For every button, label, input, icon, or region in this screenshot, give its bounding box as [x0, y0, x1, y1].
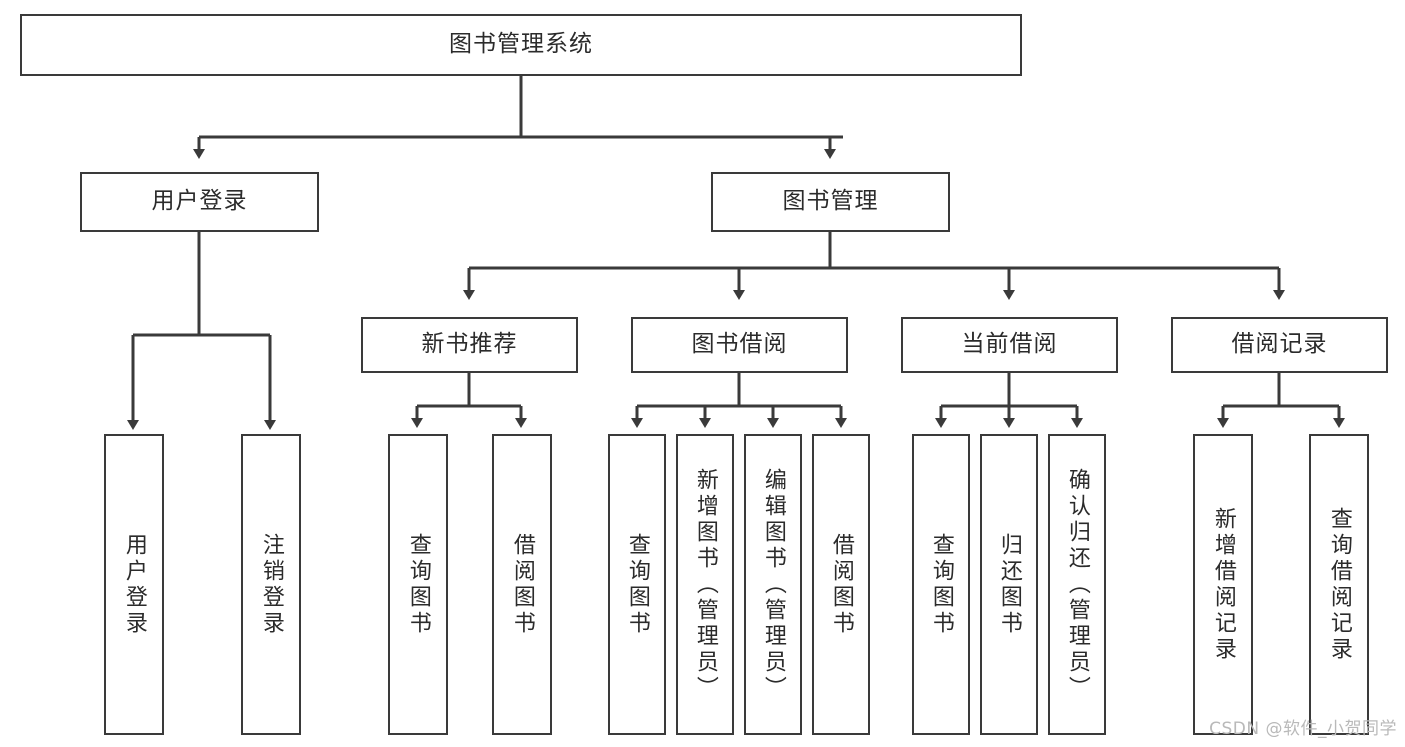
leaf-user-login-1-label: 用户登录 — [121, 532, 147, 637]
csdn-watermark: CSDN @软件_小贺同学 — [1209, 719, 1397, 739]
node-new-book-recommend[interactable]: 新书推荐 — [361, 317, 578, 373]
leaf-user-login-1[interactable]: 用户登录 — [104, 434, 164, 735]
node-borrow-record[interactable]: 借阅记录 — [1171, 317, 1388, 373]
leaf-borrow-record-1[interactable]: 新增借阅记录 — [1193, 434, 1253, 735]
node-user-login-label: 用户登录 — [151, 188, 248, 215]
leaf-book-borrow-2[interactable]: 新增图书（管理员） — [676, 434, 734, 735]
leaf-current-borrow-1-label: 查询图书 — [928, 532, 954, 637]
leaf-borrow-record-1-label: 新增借阅记录 — [1210, 506, 1236, 663]
leaf-book-borrow-3-label: 编辑图书（管理员） — [760, 467, 786, 702]
node-borrow-record-label: 借阅记录 — [1231, 331, 1328, 358]
leaf-borrow-record-2[interactable]: 查询借阅记录 — [1309, 434, 1369, 735]
node-current-borrow-label: 当前借阅 — [961, 331, 1058, 358]
node-root-label: 图书管理系统 — [449, 31, 593, 58]
leaf-borrow-record-2-label: 查询借阅记录 — [1326, 506, 1352, 663]
leaf-book-borrow-1[interactable]: 查询图书 — [608, 434, 666, 735]
leaf-book-borrow-2-label: 新增图书（管理员） — [692, 467, 718, 702]
leaf-current-borrow-3-label: 确认归还（管理员） — [1064, 467, 1090, 702]
leaf-current-borrow-1[interactable]: 查询图书 — [912, 434, 970, 735]
node-root[interactable]: 图书管理系统 — [20, 14, 1022, 76]
leaf-book-borrow-4-label: 借阅图书 — [828, 532, 854, 637]
leaf-book-borrow-1-label: 查询图书 — [624, 532, 650, 637]
leaf-user-login-2-label: 注销登录 — [258, 532, 284, 637]
node-user-login[interactable]: 用户登录 — [80, 172, 319, 232]
leaf-current-borrow-2[interactable]: 归还图书 — [980, 434, 1038, 735]
leaf-new-book-2-label: 借阅图书 — [509, 532, 535, 637]
node-book-manage[interactable]: 图书管理 — [711, 172, 950, 232]
node-current-borrow[interactable]: 当前借阅 — [901, 317, 1118, 373]
leaf-current-borrow-2-label: 归还图书 — [996, 532, 1022, 637]
leaf-book-borrow-4[interactable]: 借阅图书 — [812, 434, 870, 735]
leaf-user-login-2[interactable]: 注销登录 — [241, 434, 301, 735]
leaf-new-book-1[interactable]: 查询图书 — [388, 434, 448, 735]
leaf-book-borrow-3[interactable]: 编辑图书（管理员） — [744, 434, 802, 735]
node-book-borrow-label: 图书借阅 — [691, 331, 788, 358]
leaf-current-borrow-3[interactable]: 确认归还（管理员） — [1048, 434, 1106, 735]
node-new-book-recommend-label: 新书推荐 — [421, 331, 518, 358]
leaf-new-book-1-label: 查询图书 — [405, 532, 431, 637]
leaf-new-book-2[interactable]: 借阅图书 — [492, 434, 552, 735]
node-book-manage-label: 图书管理 — [782, 188, 879, 215]
node-book-borrow[interactable]: 图书借阅 — [631, 317, 848, 373]
